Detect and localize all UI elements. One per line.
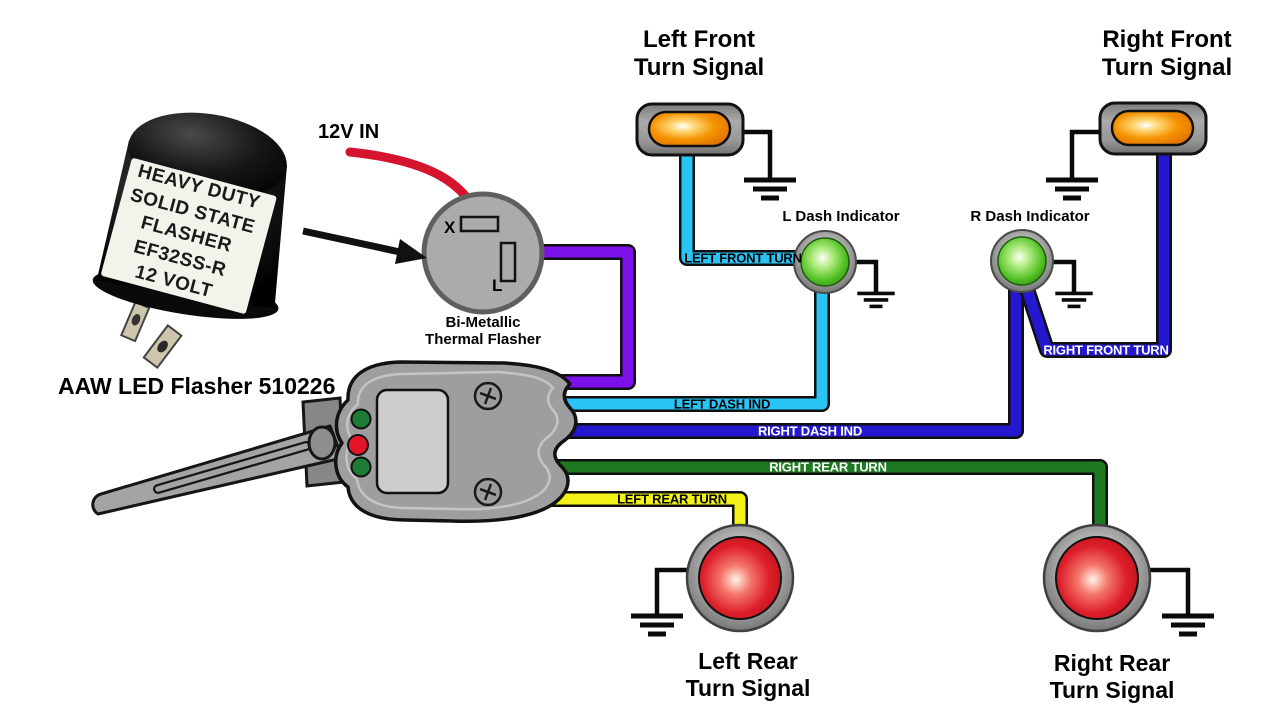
- switch-body: [334, 360, 578, 524]
- terminal-l: [499, 241, 517, 283]
- wire-label-right-rear-turn: RIGHT REAR TURN: [769, 459, 887, 475]
- switch-led-green-bottom: [350, 456, 372, 478]
- thermal-flasher-caption: Bi-Metallic Thermal Flasher: [425, 314, 541, 348]
- turn-signal-switch: [91, 360, 578, 524]
- pointer-arrow: [302, 227, 427, 264]
- title-left-rear: Left Rear Turn Signal: [685, 648, 811, 701]
- terminal-l-label: L: [492, 276, 503, 295]
- left-front-turn-signal-lamp: [635, 102, 745, 157]
- wire-label-left-rear-turn: LEFT REAR TURN: [617, 491, 727, 507]
- left-dash-indicator-led: [793, 230, 857, 294]
- ground-left-front: [742, 129, 796, 198]
- ground-left-dash: [852, 259, 897, 309]
- title-left-front: Left Front Turn Signal: [633, 26, 765, 81]
- right-front-turn-signal-lamp: [1098, 101, 1208, 156]
- l-dash-indicator-label: L Dash Indicator: [782, 208, 900, 225]
- ground-right-rear: [1145, 567, 1214, 634]
- wire-purple-flasher-feed: [523, 244, 636, 390]
- label-12v-in: 12V IN: [318, 121, 380, 143]
- switch-screw-bottom: [473, 477, 503, 507]
- bi-metallic-thermal-flasher: [421, 191, 545, 315]
- right-dash-indicator-led: [990, 229, 1054, 293]
- flasher-prong: [119, 300, 151, 343]
- wire-left-rear-turn: [537, 491, 748, 540]
- switch-body-contour: [345, 370, 559, 511]
- left-rear-turn-signal-lamp: [685, 523, 795, 633]
- switch-stalk: [91, 424, 344, 516]
- flasher-white-label: [101, 158, 277, 314]
- wire-left-dash-ind: [537, 280, 830, 412]
- switch-led-green-top: [350, 408, 372, 430]
- flasher-caption: AAW LED Flasher 510226: [58, 373, 336, 399]
- wire-label-left-front-turn: LEFT FRONT TURN: [684, 250, 802, 266]
- ground-right-front: [1046, 129, 1100, 198]
- wire-label-right-front-turn: RIGHT FRONT TURN: [1043, 342, 1169, 358]
- title-right-front: Right Front Turn Signal: [1101, 26, 1233, 81]
- switch-led-red: [347, 434, 369, 456]
- wire-label-right-dash-ind: RIGHT DASH IND: [757, 423, 863, 439]
- r-dash-indicator-label: R Dash Indicator: [970, 208, 1090, 225]
- title-right-rear: Right Rear Turn Signal: [1049, 650, 1175, 703]
- wire-right-rear-turn: [537, 459, 1108, 540]
- stalk-pivot: [307, 425, 337, 461]
- terminal-x: [459, 215, 500, 233]
- switch-screen: [375, 388, 450, 495]
- flasher-relay-photo: [92, 112, 287, 370]
- wire-right-front-turn: [1013, 142, 1172, 358]
- wire-left-front-turn: [679, 142, 808, 266]
- switch-screw-top: [473, 381, 503, 411]
- right-rear-turn-signal-lamp: [1042, 523, 1152, 633]
- ground-left-rear: [631, 567, 690, 634]
- terminal-x-label: X: [444, 218, 456, 237]
- flasher-prong: [142, 324, 183, 370]
- wire-right-dash-ind: [537, 278, 1024, 439]
- ground-right-dash: [1050, 259, 1095, 309]
- wire-label-left-dash-ind: LEFT DASH IND: [673, 396, 771, 412]
